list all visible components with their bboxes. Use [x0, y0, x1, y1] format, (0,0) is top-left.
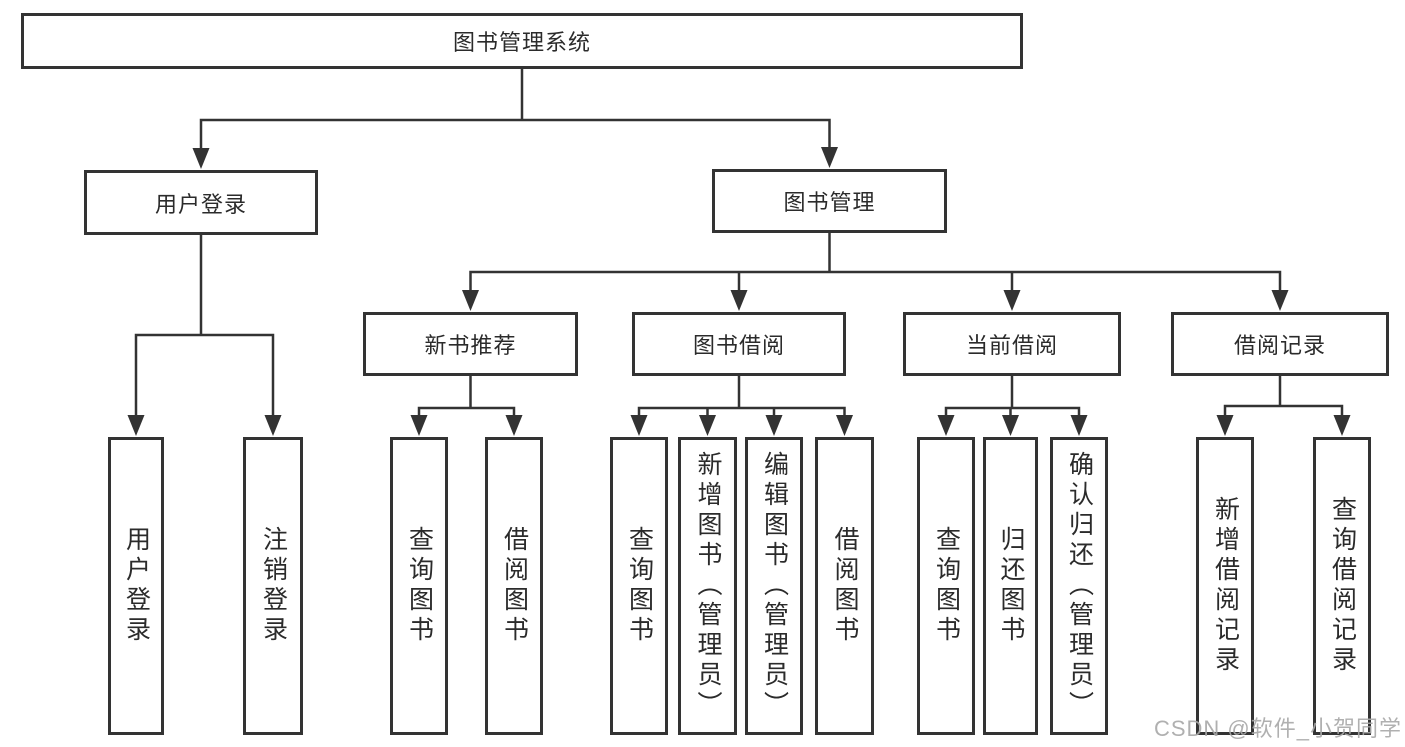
node-label: 新书推荐 — [424, 333, 517, 358]
arrowhead-icon — [127, 415, 145, 436]
node-cb-query-book: 查询图书 — [917, 437, 975, 735]
arrowhead-icon — [1333, 415, 1351, 436]
arrowhead-icon — [410, 415, 428, 436]
node-root: 图书管理系统 — [21, 13, 1023, 69]
arrowhead-icon — [1070, 415, 1088, 436]
node-label: 当前借阅 — [965, 333, 1058, 358]
node-label: 确认归还（管理员） — [1065, 451, 1094, 721]
node-label: 借阅图书 — [500, 526, 529, 646]
node-bb-borrow-book: 借阅图书 — [815, 437, 874, 735]
node-label: 归还图书 — [997, 526, 1025, 646]
arrowhead-icon — [730, 290, 748, 311]
connector-path — [134, 67, 1344, 423]
node-label: 查询图书 — [405, 526, 434, 646]
arrowhead-icon — [1003, 290, 1021, 311]
node-cb-confirm-return: 确认归还（管理员） — [1050, 437, 1108, 735]
node-label: 新增图书（管理员） — [694, 451, 722, 721]
node-label: 查询图书 — [625, 526, 654, 646]
watermark: CSDN @软件_小贺同学 — [1153, 716, 1402, 741]
arrowhead-icon — [765, 415, 783, 436]
node-user-login: 用户登录 — [84, 170, 318, 235]
arrowhead-icon — [630, 415, 648, 436]
arrowhead-icon — [192, 148, 210, 169]
arrowhead-icon — [1271, 290, 1289, 311]
arrowhead-icon — [699, 415, 716, 436]
node-bb-add-book: 新增图书（管理员） — [678, 437, 737, 735]
node-book-mgmt: 图书管理 — [712, 169, 947, 233]
arrowhead-icon — [462, 290, 479, 311]
arrowhead-icon — [821, 147, 838, 168]
node-label: 注销登录 — [259, 526, 288, 646]
arrowhead-icon — [1002, 415, 1019, 436]
node-cb-return-book: 归还图书 — [983, 437, 1038, 735]
node-label: 借阅图书 — [831, 526, 859, 646]
node-label: 查询图书 — [932, 526, 961, 646]
node-bb-edit-book: 编辑图书（管理员） — [745, 437, 803, 735]
node-br-add-record: 新增借阅记录 — [1196, 437, 1254, 735]
node-label: 图书管理 — [783, 190, 876, 215]
node-label: 查询借阅记录 — [1328, 496, 1357, 676]
node-rec-borrow-book: 借阅图书 — [485, 437, 543, 735]
node-login-action: 用户登录 — [108, 437, 164, 735]
node-label: 用户登录 — [154, 191, 247, 217]
node-book-borrow: 图书借阅 — [632, 312, 846, 376]
node-label: 用户登录 — [122, 526, 151, 646]
node-label: 图书借阅 — [692, 333, 785, 358]
arrowhead-icon — [937, 415, 955, 436]
node-label: 新增借阅记录 — [1211, 496, 1240, 676]
node-br-query-record: 查询借阅记录 — [1313, 437, 1371, 735]
node-new-book-rec: 新书推荐 — [363, 312, 578, 376]
arrowhead-icon — [264, 415, 282, 436]
node-rec-query-book: 查询图书 — [390, 437, 448, 735]
arrowhead-icon — [505, 415, 523, 436]
node-bb-query-book: 查询图书 — [610, 437, 668, 735]
arrowhead-icon — [1216, 415, 1234, 436]
node-current-borrow: 当前借阅 — [903, 312, 1121, 376]
node-label: 编辑图书（管理员） — [760, 451, 789, 721]
node-logout-action: 注销登录 — [243, 437, 303, 735]
node-label: 图书管理系统 — [452, 30, 591, 55]
node-label: 借阅记录 — [1233, 333, 1326, 358]
arrowhead-icon — [836, 415, 853, 436]
node-borrow-records: 借阅记录 — [1171, 312, 1389, 376]
